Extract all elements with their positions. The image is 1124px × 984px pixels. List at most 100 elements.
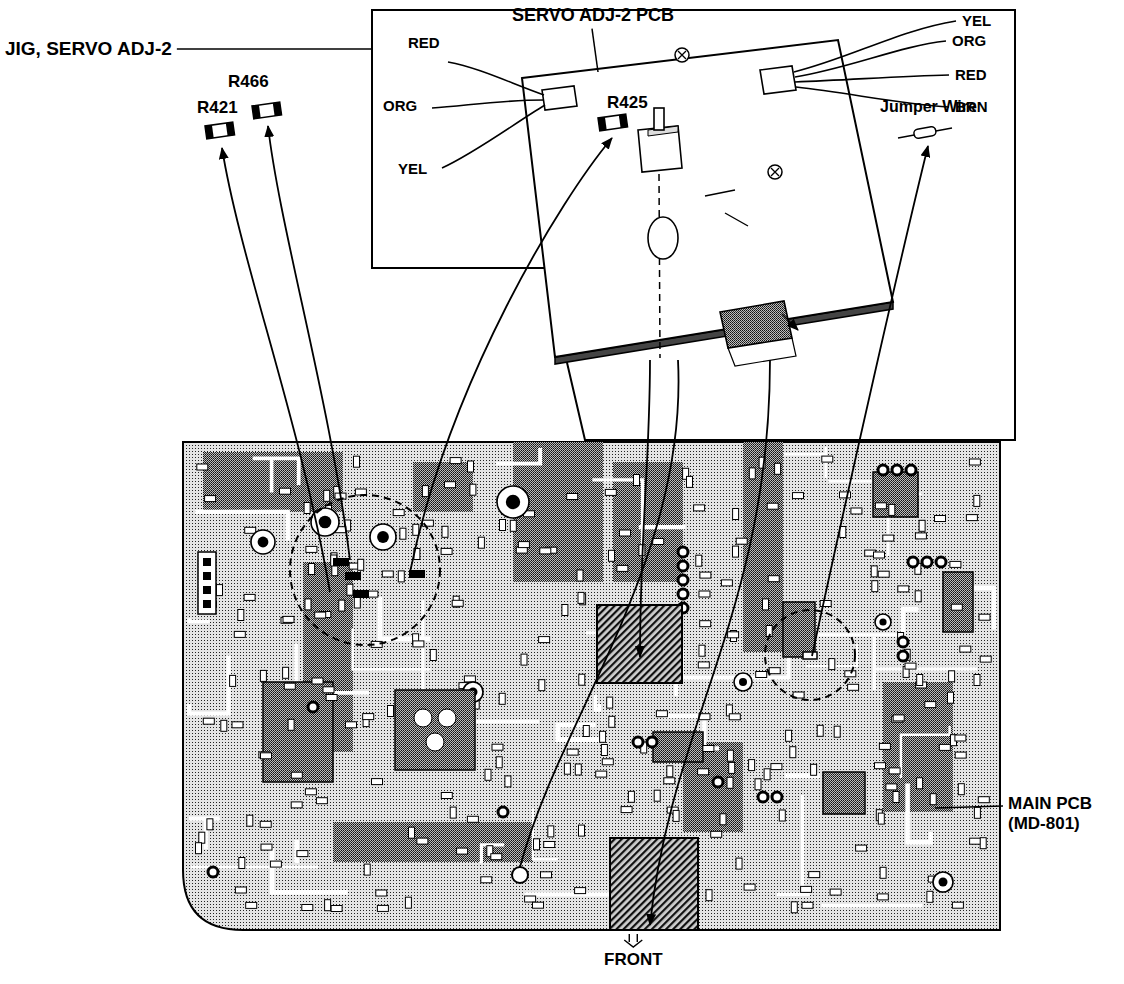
ic-chip: [783, 602, 815, 657]
chip-component: [354, 456, 360, 467]
chip-component: [441, 793, 452, 799]
chip-component: [721, 580, 732, 586]
resistor-body: [205, 122, 235, 139]
chip-component: [577, 570, 583, 581]
chip-component: [510, 520, 516, 531]
wire-color: YEL: [398, 160, 427, 177]
chip-component: [980, 656, 991, 662]
solder-pad: [713, 777, 723, 787]
chip-component: [364, 864, 370, 875]
ribbon-bracket: [728, 338, 796, 366]
screw: [768, 165, 782, 179]
screw: [675, 48, 689, 62]
capacitor: [933, 872, 953, 892]
connector-housing: [542, 86, 577, 110]
chip-component: [534, 839, 540, 850]
chip-component: [245, 527, 256, 533]
resistor-position: [333, 558, 349, 566]
pcb-track: [189, 819, 220, 850]
switch-knob: [654, 108, 664, 130]
chip-component: [728, 632, 739, 638]
chip-component: [518, 542, 529, 548]
chip-component: [541, 872, 552, 878]
chip-component: [930, 794, 936, 805]
chip-component: [840, 492, 851, 498]
chip-component: [711, 831, 722, 837]
wire: [795, 75, 949, 82]
jig-panel: JIG, SERVO ADJ-2SERVO ADJ-2 PCB: [372, 10, 1017, 442]
chip-component: [417, 838, 428, 844]
chip-component: [280, 488, 291, 494]
chip-component: [822, 456, 833, 462]
chip-component: [205, 496, 216, 502]
solder-pad: [898, 651, 908, 661]
highlight-circle: [765, 610, 855, 700]
solder-pad: [308, 702, 318, 712]
chip-component: [960, 646, 971, 652]
pcb-track: [253, 458, 299, 492]
chip-component: [544, 842, 555, 848]
leader-line: [935, 806, 1003, 808]
chip-component: [834, 726, 840, 737]
chip-component: [927, 891, 933, 902]
chip-component: [324, 490, 330, 501]
chip-component: [974, 675, 980, 686]
chip-component: [698, 662, 709, 668]
wire: [794, 21, 956, 72]
chip-component: [305, 599, 311, 610]
chip-component: [575, 764, 581, 775]
test-point: [512, 867, 528, 883]
chip-component: [874, 552, 885, 558]
wire-color: RED: [408, 34, 440, 51]
board-hole: [648, 217, 678, 259]
chip-component: [771, 764, 782, 770]
chip-component: [470, 484, 476, 495]
screw-slot: [678, 51, 686, 59]
chip-component: [656, 711, 667, 717]
chip-component: [372, 779, 383, 785]
chip-component: [620, 530, 631, 536]
chip-component: [793, 493, 804, 499]
copper-plane: [883, 682, 953, 812]
chip-component: [915, 591, 921, 602]
chip-component: [775, 463, 781, 474]
chip-component: [699, 645, 705, 656]
chip-component: [875, 763, 886, 769]
pcb-track: [272, 848, 348, 892]
chip-component: [354, 597, 360, 608]
chip-component: [283, 667, 289, 678]
chip-component: [696, 555, 702, 566]
chip-component: [889, 768, 900, 774]
chip-component: [246, 902, 257, 908]
chip-component: [413, 641, 424, 647]
resistor-cap: [598, 117, 607, 131]
resistor-cap: [619, 114, 628, 128]
chip-component: [667, 766, 673, 777]
chip-component: [579, 674, 585, 685]
chip-component: [297, 851, 308, 857]
chip-component: [756, 672, 767, 678]
chip-component: [809, 872, 820, 878]
leader-line: [177, 48, 372, 50]
chip-component: [736, 858, 742, 869]
chip-component: [377, 905, 388, 911]
direction-arrow: [624, 934, 642, 947]
chip-component: [970, 838, 981, 844]
pcb-track: [525, 892, 610, 896]
chip-component: [905, 663, 916, 669]
chip-component: [769, 668, 780, 674]
part-name: Jumper Wire: [880, 98, 977, 116]
connector-arrow: [640, 360, 650, 657]
chip-component: [768, 576, 779, 582]
pcb-track: [908, 783, 931, 842]
chip-component: [596, 771, 607, 777]
resistor-position: [345, 572, 361, 580]
leader-line: [592, 29, 598, 72]
node-label: SERVO ADJ-2 PCB: [512, 5, 674, 26]
capacitor-core: [879, 618, 886, 625]
chip-component: [763, 599, 769, 610]
chip-component: [291, 772, 302, 778]
chip-component: [540, 548, 551, 554]
chip-component: [700, 572, 711, 578]
